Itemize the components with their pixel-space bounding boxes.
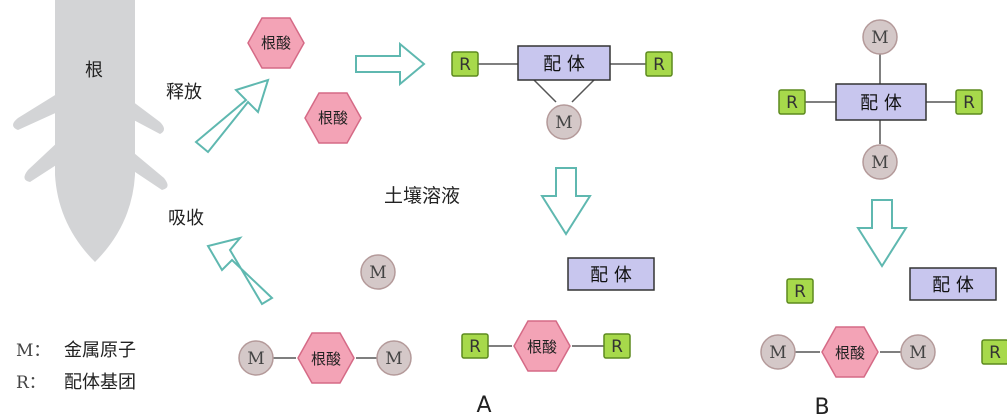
metal-root-acid-complex-b: M 根酸 M (760, 326, 936, 378)
svg-text:M: M (247, 349, 264, 369)
legend-m-key: M： (16, 341, 50, 361)
panel-a-label: A (476, 393, 491, 417)
free-metal-atom: M (360, 254, 396, 290)
free-ligand-b: 配 体 (909, 267, 997, 301)
right-arrow (355, 41, 426, 87)
root-label: 根 (85, 60, 103, 81)
complex-a-top: R 配 体 R M (451, 45, 673, 140)
svg-text:M: M (369, 263, 386, 283)
panel-b-label: B (814, 395, 829, 417)
svg-text:M: M (871, 153, 888, 173)
svg-text:R: R (611, 337, 623, 357)
svg-text:M: M (385, 349, 402, 369)
legend-r-desc: 配体基团 (64, 372, 136, 393)
svg-text:配 体: 配 体 (932, 275, 974, 296)
metal-root-acid-complex: M 根酸 M (238, 332, 412, 384)
root-acid-hexagon: 根酸 (247, 17, 305, 69)
svg-text:根酸: 根酸 (311, 350, 341, 368)
soil-solution-label: 土壤溶液 (384, 185, 460, 207)
svg-text:根酸: 根酸 (835, 344, 865, 362)
svg-text:配 体: 配 体 (543, 54, 585, 75)
r-root-acid-complex: R 根酸 R (461, 320, 631, 372)
svg-text:R: R (794, 282, 806, 302)
svg-text:根酸: 根酸 (318, 109, 348, 127)
release-label: 释放 (166, 82, 202, 103)
root-illustration: 根 (13, 0, 168, 262)
root-acid-hexagon: 根酸 (304, 92, 362, 144)
svg-text:R: R (989, 343, 1001, 363)
release-arrow (194, 78, 270, 154)
free-ligand-a: 配 体 (567, 257, 655, 291)
absorb-arrow (206, 236, 274, 306)
down-arrow-a (540, 167, 592, 236)
complex-b-top: M R 配 体 R M (778, 19, 983, 180)
svg-text:R: R (786, 93, 798, 113)
svg-text:R: R (469, 337, 481, 357)
svg-text:M: M (871, 28, 888, 48)
legend: M： 金属原子 R： 配体基团 (16, 340, 136, 393)
svg-text:配 体: 配 体 (860, 93, 902, 114)
svg-text:根酸: 根酸 (261, 34, 291, 52)
legend-r-key: R： (16, 373, 46, 393)
legend-m-desc: 金属原子 (64, 340, 136, 361)
free-r-group-edge: R (981, 339, 1007, 365)
svg-text:M: M (909, 343, 926, 363)
svg-text:R: R (963, 93, 975, 113)
svg-text:M: M (769, 343, 786, 363)
free-r-group: R (786, 278, 814, 304)
absorb-label: 吸收 (168, 208, 204, 229)
svg-text:R: R (459, 55, 471, 75)
svg-text:M: M (555, 113, 572, 133)
svg-text:根酸: 根酸 (527, 338, 557, 356)
down-arrow-b (856, 199, 908, 268)
svg-text:R: R (653, 55, 665, 75)
svg-text:配 体: 配 体 (590, 265, 632, 286)
